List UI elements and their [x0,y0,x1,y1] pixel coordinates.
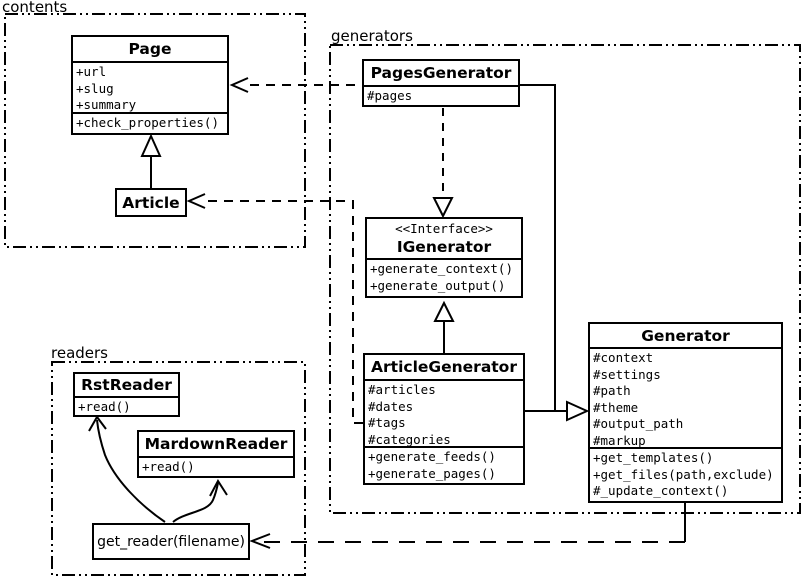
class-attribute: #tags [368,415,406,430]
class-attribute: #dates [368,398,414,414]
class-pagesgenerator-title: PagesGenerator [364,61,518,87]
class-attribute: #path [593,383,631,398]
package-generators-border [329,44,801,514]
dependency-arrow-generator-getreader [249,503,686,549]
class-page: Page +url +slug +summary +check_properti… [71,35,229,135]
function-get-reader: get_reader(filename) [92,523,250,560]
class-method: +check_properties() [76,115,219,130]
class-attribute: #pages [367,88,413,103]
class-rstreader: RstReader +read() [73,372,180,417]
class-generator-methods: +get_templates() +get_files(path,exclude… [590,449,781,501]
class-method: +read() [78,399,131,414]
call-arrow-getreader-mardownreader [172,479,228,523]
package-contents-border [4,13,306,248]
class-articlegenerator-attributes: #articles #dates #tags #categories [365,381,523,448]
package-label-contents: contents [2,0,68,16]
inheritance-arrow-generators-generator [520,84,590,422]
class-method: +generate_output() [370,277,506,293]
class-page-methods: +check_properties() [73,114,227,133]
class-articlegenerator-methods: +generate_feeds() +generate_pages() [365,448,523,483]
class-method: +get_templates() [593,450,714,465]
class-attribute: #output_path [593,416,684,431]
class-method: +get_files(path,exclude) [593,466,774,482]
inheritance-arrow-article-page [140,133,162,188]
class-pagesgenerator-attributes: #pages [364,87,518,106]
class-attribute: +summary [76,97,137,112]
class-mardownreader-title: MardownReader [139,432,293,458]
class-attribute: #categories [368,431,451,447]
class-attribute: #settings [593,366,661,382]
realization-arrow-pagesgenerator-igenerator [432,108,454,219]
class-pagesgenerator: PagesGenerator #pages [362,59,520,107]
class-method: +read() [142,459,195,474]
class-page-title: Page [73,37,227,63]
class-attribute: #articles [368,382,436,397]
class-igenerator-title: IGenerator [367,236,521,260]
class-method: +generate_pages() [368,465,496,481]
class-mardownreader: MardownReader +read() [137,430,295,478]
call-arrow-getreader-rstreader [88,415,166,523]
class-attribute: #context [593,350,654,365]
class-attribute: #markup [593,432,646,448]
class-method: +generate_feeds() [368,449,496,464]
class-attribute: +url [76,64,107,79]
package-label-generators: generators [331,27,413,45]
class-attribute: #theme [593,399,639,415]
class-attribute: +slug [76,80,114,96]
class-generator-attributes: #context #settings #path #theme #output_… [590,349,781,449]
class-article-title: Article [122,193,180,212]
dependency-arrow-articlegenerator-article [186,193,363,424]
class-igenerator-stereotype: <<Interface>> [395,221,493,236]
class-method: +generate_context() [370,261,513,276]
inheritance-arrow-articlegenerator-igenerator [433,300,455,353]
class-generator: Generator #context #settings #path #them… [588,322,783,503]
class-mardownreader-methods: +read() [139,458,293,477]
dependency-arrow-pagesgenerator-page [229,77,362,93]
class-articlegenerator: ArticleGenerator #articles #dates #tags … [363,353,525,485]
class-igenerator: <<Interface>> IGenerator +generate_conte… [365,217,523,298]
class-rstreader-title: RstReader [75,374,178,398]
class-igenerator-methods: +generate_context() +generate_output() [367,260,521,295]
class-rstreader-methods: +read() [75,398,178,417]
package-readers-border [51,361,306,576]
class-method: #_update_context() [593,483,729,498]
package-label-readers: readers [51,344,108,362]
class-page-attributes: +url +slug +summary [73,63,227,114]
class-article: Article [115,188,187,217]
class-generator-title: Generator [590,324,781,349]
class-articlegenerator-title: ArticleGenerator [365,355,523,381]
